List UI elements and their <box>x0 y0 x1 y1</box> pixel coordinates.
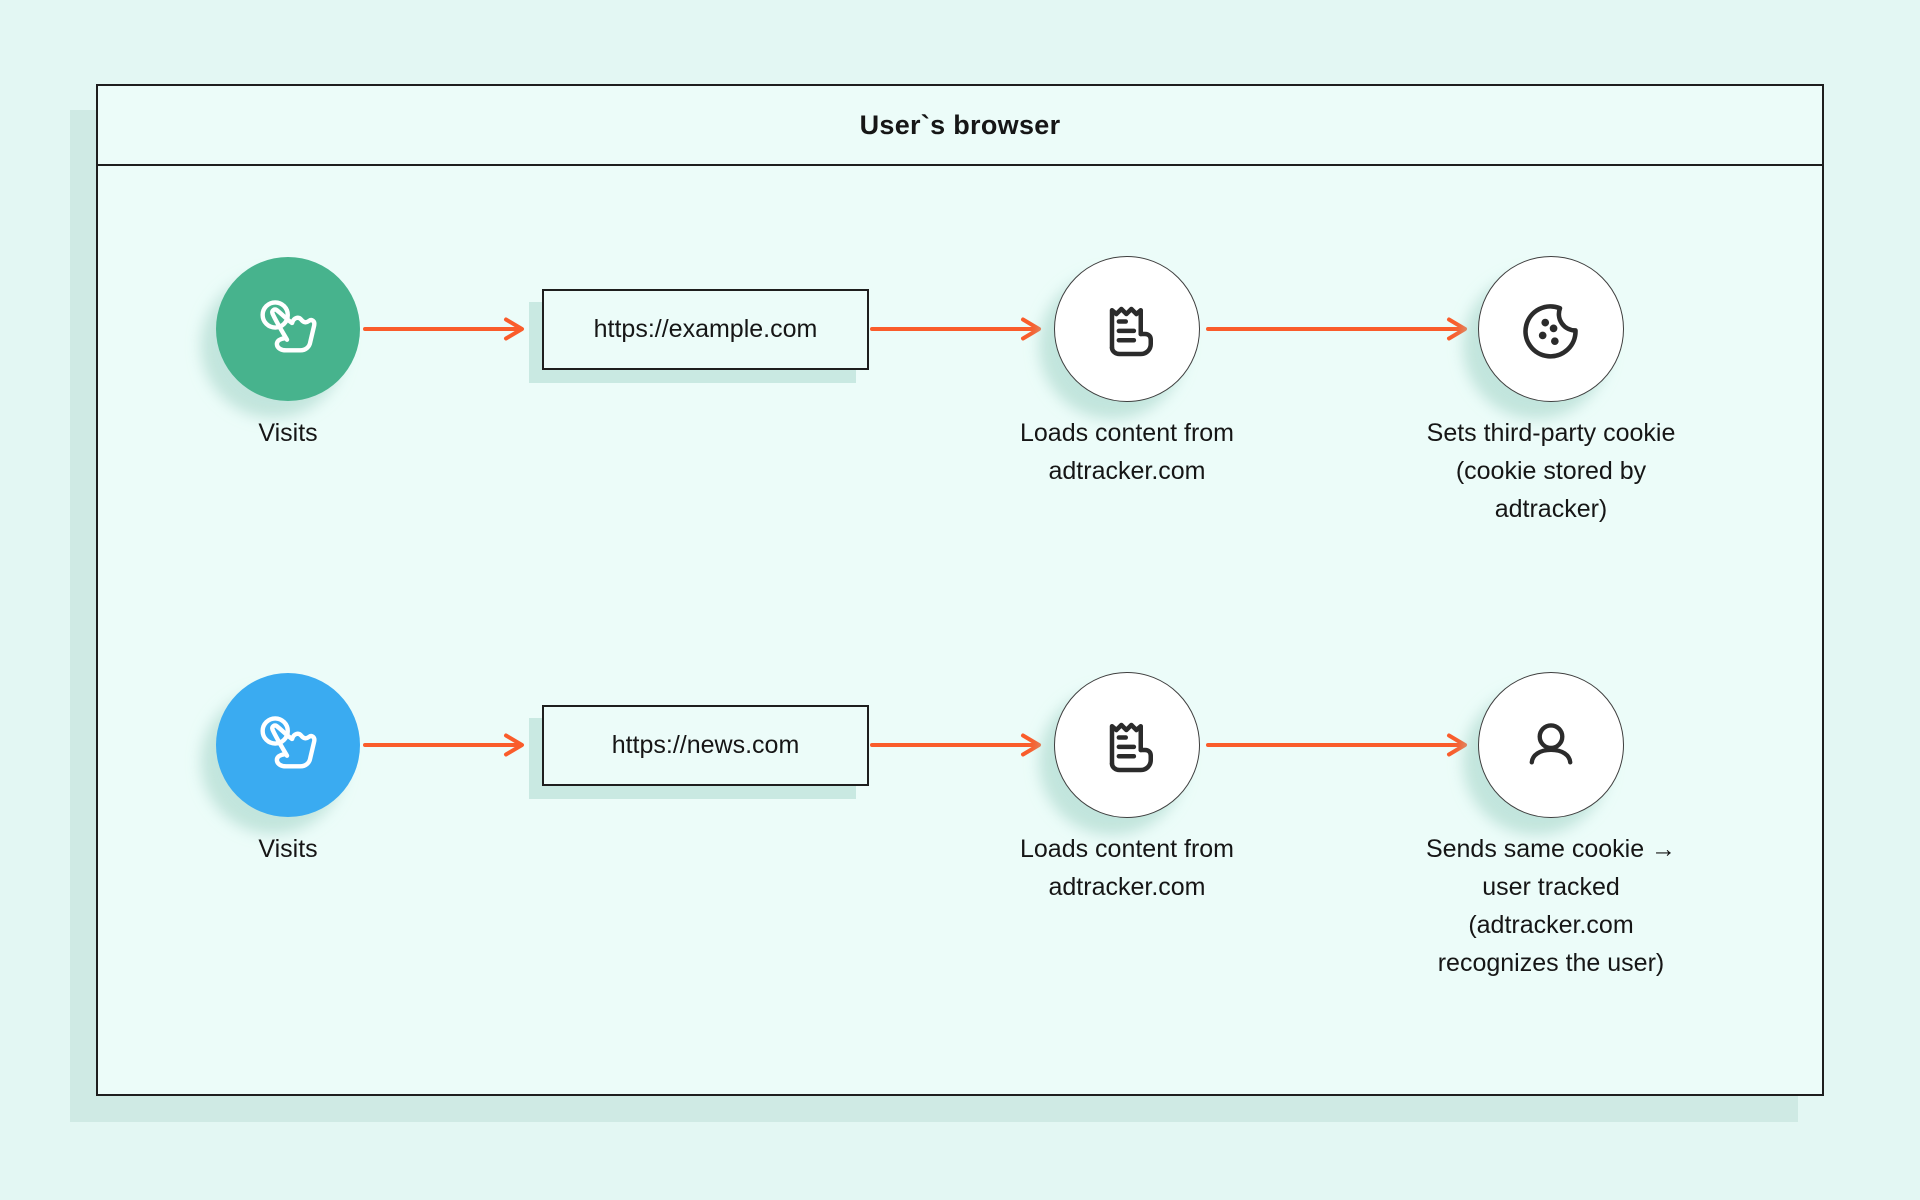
loader-label-row2: Loads content from adtracker.com <box>1019 835 1234 901</box>
cookie-icon <box>1510 288 1592 370</box>
visit-label-row1: Visits <box>258 419 318 447</box>
flow-arrow <box>870 317 1041 341</box>
panel-title-band: User`s browser <box>98 86 1822 166</box>
loader-node-row2 <box>1054 672 1200 818</box>
tap-icon <box>249 706 327 784</box>
flow-arrow <box>1206 317 1467 341</box>
flow-arrow <box>1206 733 1467 757</box>
url-box-row2: https://news.com <box>542 705 869 786</box>
url-box-row1: https://example.com <box>542 289 869 370</box>
user-icon <box>1510 704 1592 786</box>
receipt-icon <box>1087 705 1167 785</box>
browser-panel: User`s browser Visits https://example.co… <box>96 84 1824 1096</box>
panel-title: User`s browser <box>859 109 1061 140</box>
tap-icon <box>249 290 327 368</box>
receipt-icon <box>1087 289 1167 369</box>
visit-node-row2 <box>216 673 360 817</box>
result-node-row1 <box>1478 256 1624 402</box>
flow-arrow <box>363 317 524 341</box>
result-label-row2: Sends same cookie → user tracked (adtrac… <box>1425 835 1677 977</box>
flow-arrow <box>870 733 1041 757</box>
loader-label-row1: Loads content from adtracker.com <box>1019 419 1234 485</box>
flow-arrow <box>363 733 524 757</box>
visit-label-row2: Visits <box>258 835 318 863</box>
url-text-row1: https://example.com <box>593 315 818 343</box>
visit-node-row1 <box>216 257 360 401</box>
result-label-row1: Sets third-party cookie (cookie stored b… <box>1426 419 1676 523</box>
result-node-row2 <box>1478 672 1624 818</box>
url-text-row2: https://news.com <box>611 731 800 759</box>
loader-node-row1 <box>1054 256 1200 402</box>
